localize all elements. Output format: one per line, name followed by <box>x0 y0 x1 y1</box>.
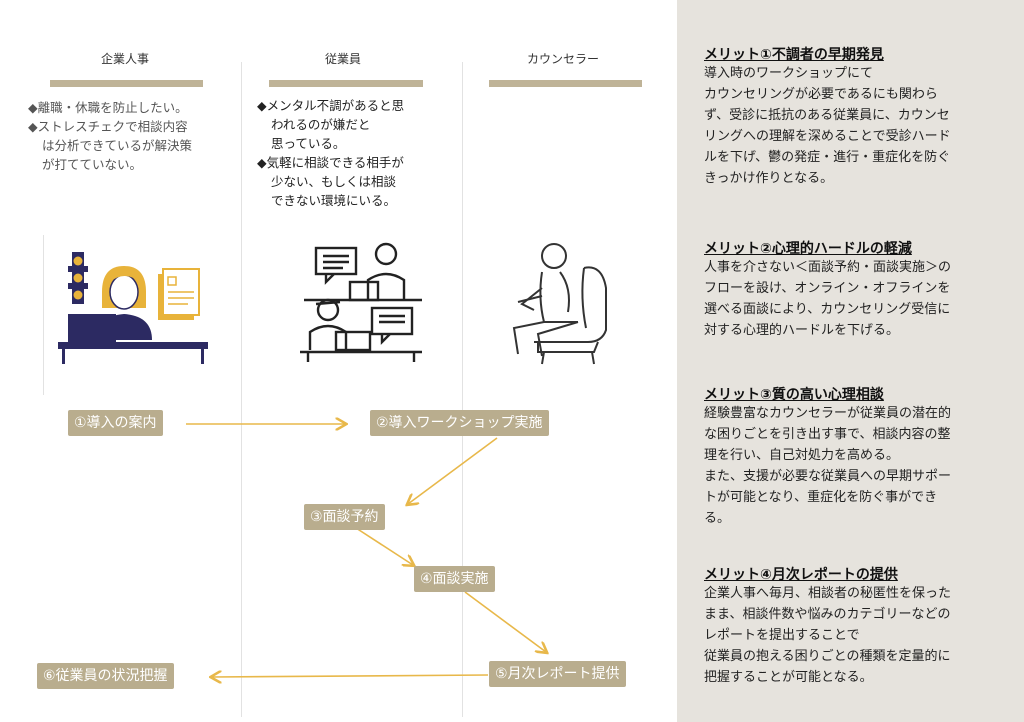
step-6-status-grasp: ⑥従業員の状況把握 <box>37 663 174 689</box>
step-5-monthly-report: ⑤月次レポート提供 <box>489 661 626 687</box>
step-3-booking: ③面談予約 <box>304 504 385 530</box>
arrow-step5-to-step6 <box>212 675 489 677</box>
merit-3-body: 経験豊富なカウンセラーが従業員の潜在的 な困りごとを引き出す事で、相談内容の整 … <box>704 406 952 526</box>
column-header-hr: 企業人事 <box>100 52 149 66</box>
column-header-counselor: カウンセラー <box>526 52 599 66</box>
merit-1-body: 導入時のワークショップにて カウンセリングが必要であるにも関わら ず、受診に抵抗… <box>704 66 951 186</box>
column-divider <box>43 235 44 395</box>
column-divider <box>241 62 242 717</box>
step-1-introduction: ①導入の案内 <box>68 410 163 436</box>
merit-4-title: メリット④月次レポートの提供 <box>704 567 898 583</box>
column-header-bar <box>50 80 203 87</box>
column-divider <box>462 62 463 717</box>
merits-panel <box>677 0 1024 722</box>
merit-1-title: メリット①不調者の早期発見 <box>704 47 884 63</box>
column-header-bar <box>489 80 642 87</box>
column-header-employee: 従業員 <box>324 52 361 66</box>
step-2-workshop: ②導入ワークショップ実施 <box>370 410 549 436</box>
arrow-step3-to-step4 <box>355 527 413 565</box>
employee-consultation-illustration <box>300 242 422 362</box>
hr-staff-illustration <box>58 252 208 364</box>
merit-4-body: 企業人事へ毎月、相談者の秘匿性を保った まま、相談件数や悩みのカテゴリーなどの … <box>704 586 952 685</box>
employee-concerns: ◆メンタル不調があると思 われるのが嫌だと 思っている。 ◆気軽に相談できる相手… <box>257 98 405 208</box>
flow-arrows <box>186 0 677 722</box>
arrow-step4-to-step5 <box>464 591 546 652</box>
step-4-interview: ④面談実施 <box>414 566 495 592</box>
column-header-bar <box>269 80 423 87</box>
merit-2-title: メリット②心理的ハードルの軽減 <box>704 241 912 257</box>
counselor-illustration <box>512 243 607 365</box>
arrow-step2-to-step3 <box>408 437 498 504</box>
merit-2-body: 人事を介さない＜面談予約・面談実施＞の フローを設け、オンライン・オフラインを … <box>704 260 952 338</box>
hr-concerns: ◆離職・休職を防止したい。 ◆ストレスチェクで相談内容 は分析できているが解決策… <box>28 100 193 172</box>
merit-3-title: メリット③質の高い心理相談 <box>704 387 884 403</box>
